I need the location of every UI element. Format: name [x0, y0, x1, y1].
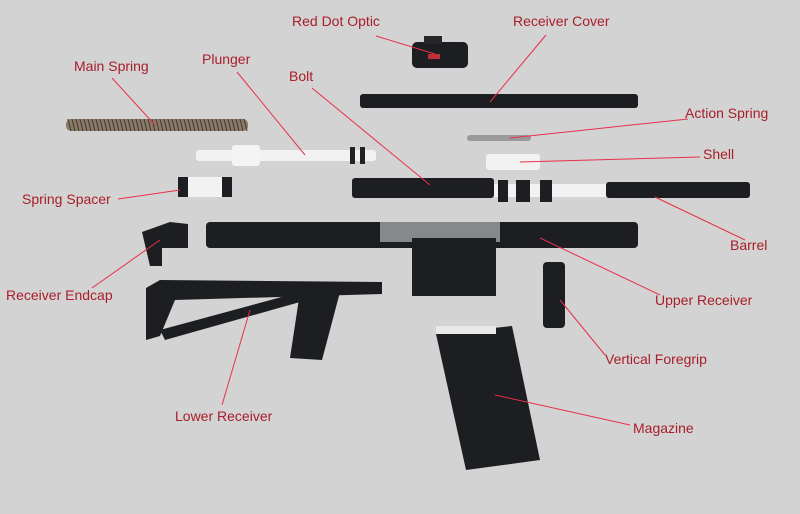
- action-spring-part: [467, 135, 531, 141]
- leader-red-dot-optic: [375, 35, 436, 55]
- leader-plunger: [236, 71, 306, 156]
- label-barrel: Barrel: [730, 237, 768, 253]
- lower-receiver-part: [146, 280, 382, 360]
- leader-main-spring: [111, 77, 156, 126]
- receiver-endcap-part: [142, 222, 188, 266]
- leader-barrel: [654, 196, 746, 241]
- label-plunger: Plunger: [202, 51, 251, 67]
- plunger-part: [196, 145, 376, 166]
- leader-shell: [519, 156, 701, 163]
- label-lower-receiver: Lower Receiver: [175, 408, 273, 424]
- label-action-spring: Action Spring: [685, 105, 769, 121]
- leader-bolt: [311, 87, 431, 186]
- leader-receiver-endcap: [91, 239, 161, 289]
- leader-upper-receiver: [539, 237, 661, 296]
- upper-receiver-part: [206, 222, 638, 296]
- leader-vertical-foregrip: [559, 299, 606, 356]
- leader-spring-spacer: [117, 189, 181, 200]
- label-shell: Shell: [703, 146, 735, 162]
- leader-action-spring: [509, 118, 689, 139]
- spring-spacer-part: [178, 177, 232, 197]
- red-dot-optic-part: [412, 36, 468, 68]
- shell-part: [486, 154, 540, 170]
- label-receiver-endcap: Receiver Endcap: [6, 287, 113, 303]
- main-spring-part: [66, 118, 248, 132]
- label-main-spring: Main Spring: [74, 58, 149, 74]
- vertical-foregrip-part: [543, 262, 565, 328]
- label-red-dot-optic: Red Dot Optic: [292, 13, 380, 29]
- label-upper-receiver: Upper Receiver: [655, 292, 753, 308]
- label-receiver-cover: Receiver Cover: [513, 13, 610, 29]
- label-magazine: Magazine: [633, 420, 694, 436]
- leader-lines: [91, 34, 746, 426]
- label-spring-spacer: Spring Spacer: [22, 191, 111, 207]
- leader-magazine: [494, 394, 631, 426]
- magazine-part: [436, 326, 540, 470]
- label-vertical-foregrip: Vertical Foregrip: [605, 351, 707, 367]
- bolt-barrel-part: [352, 178, 750, 202]
- receiver-cover-part: [360, 94, 638, 108]
- leader-lower-receiver: [221, 309, 251, 406]
- leader-receiver-cover: [489, 34, 547, 103]
- label-bolt: Bolt: [289, 68, 314, 84]
